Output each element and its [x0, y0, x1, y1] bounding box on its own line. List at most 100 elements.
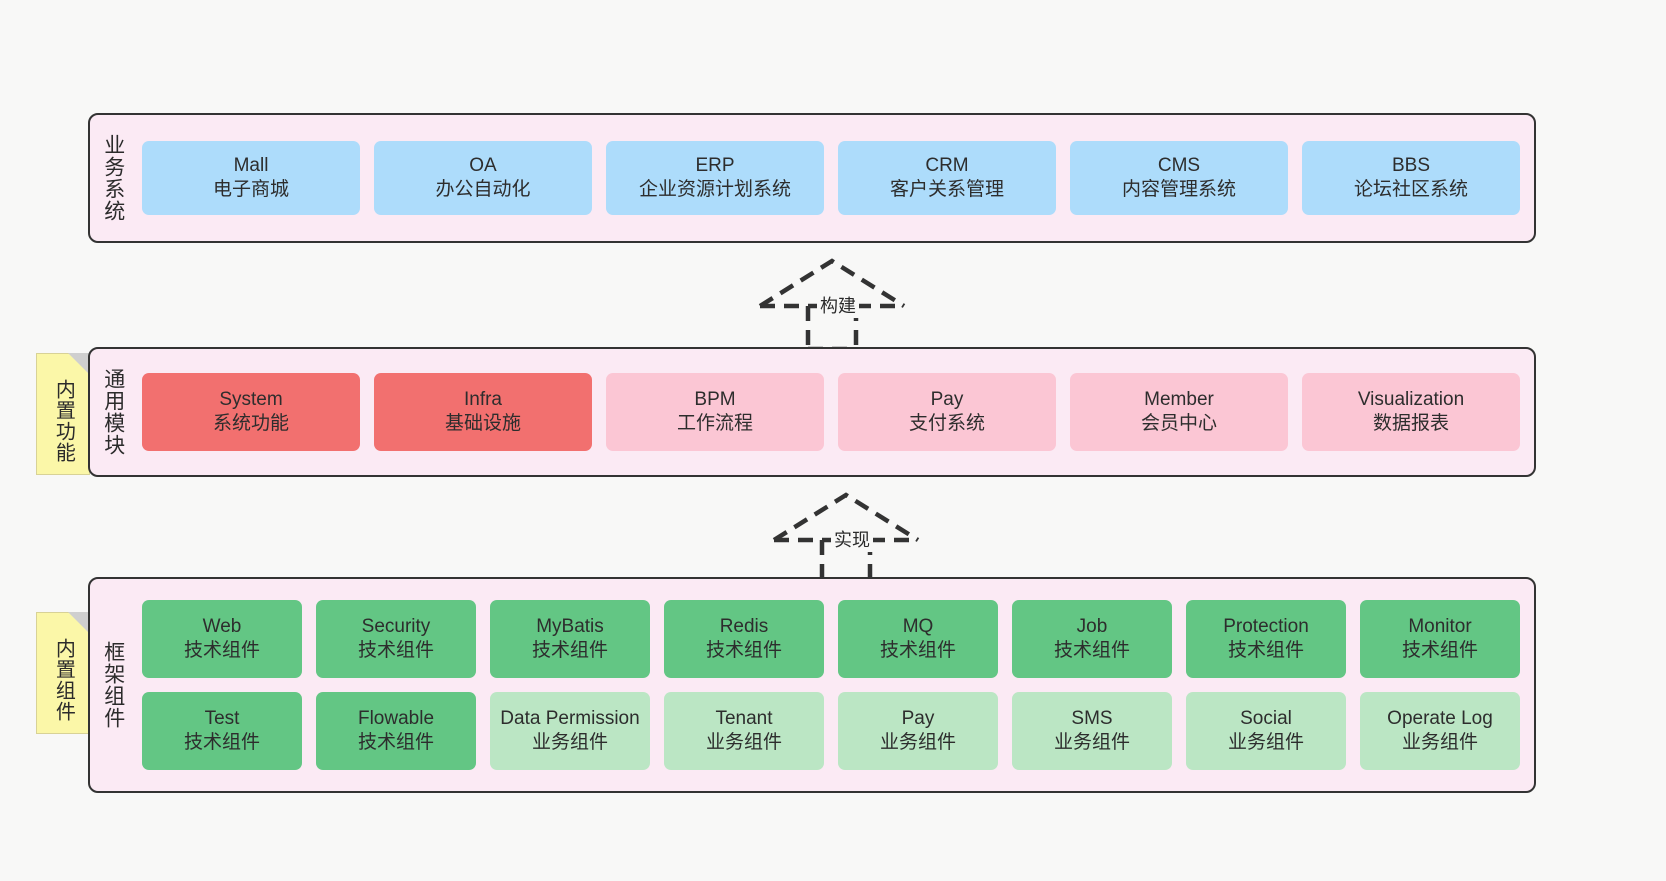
box-erp[interactable]: ERP 企业资源计划系统 — [606, 141, 824, 215]
box-title: Infra — [463, 388, 503, 410]
box-subtitle: 技术组件 — [705, 640, 782, 661]
box-title: System — [219, 388, 283, 410]
box-row: System 系统功能 Infra 基础设施 BPM 工作流程 Pay 支付系统… — [142, 373, 1520, 451]
box-subtitle: 业务组件 — [1401, 732, 1478, 753]
box-pay[interactable]: Pay 支付系统 — [838, 373, 1056, 451]
box-title: Test — [204, 707, 240, 729]
box-subtitle: 工作流程 — [676, 413, 753, 434]
box-subtitle: 办公自动化 — [435, 179, 531, 200]
arrow-realize: 实现 — [766, 490, 926, 586]
box-title: Data Permission — [500, 707, 640, 729]
box-subtitle: 内容管理系统 — [1121, 179, 1236, 200]
box-test[interactable]: Test 技术组件 — [142, 692, 302, 770]
box-operate-log[interactable]: Operate Log 业务组件 — [1360, 692, 1520, 770]
box-subtitle: 企业资源计划系统 — [638, 179, 791, 200]
box-infra[interactable]: Infra 基础设施 — [374, 373, 592, 451]
box-subtitle: 业务组件 — [1053, 732, 1130, 753]
box-title: BBS — [1391, 154, 1431, 176]
box-mybatis[interactable]: MyBatis 技术组件 — [490, 600, 650, 678]
box-title: SMS — [1071, 707, 1113, 729]
box-title: Pay — [901, 707, 935, 729]
note-builtin-functions: 内置功能 — [36, 353, 90, 475]
layer-title-framework-component: 框架组件 — [101, 641, 125, 729]
box-security[interactable]: Security 技术组件 — [316, 600, 476, 678]
box-title: Monitor — [1408, 615, 1472, 637]
layer-title-common-module: 通用模块 — [101, 368, 125, 456]
box-title: Operate Log — [1387, 707, 1493, 729]
box-row: Web 技术组件 Security 技术组件 MyBatis 技术组件 Redi… — [142, 600, 1520, 678]
box-title: Job — [1076, 615, 1108, 637]
arrow-build: 构建 — [752, 256, 912, 352]
box-visualization[interactable]: Visualization 数据报表 — [1302, 373, 1520, 451]
note-builtin-components: 内置组件 — [36, 612, 90, 734]
box-subtitle: 论坛社区系统 — [1353, 179, 1468, 200]
box-title: OA — [469, 154, 497, 176]
box-subtitle: 支付系统 — [908, 413, 985, 434]
box-subtitle: 技术组件 — [357, 640, 434, 661]
box-subtitle: 系统功能 — [212, 413, 289, 434]
box-data-permission[interactable]: Data Permission 业务组件 — [490, 692, 650, 770]
note-label: 内置组件 — [52, 638, 75, 722]
box-subtitle: 技术组件 — [1053, 640, 1130, 661]
box-subtitle: 技术组件 — [879, 640, 956, 661]
box-subtitle: 技术组件 — [1401, 640, 1478, 661]
box-pay-business[interactable]: Pay 业务组件 — [838, 692, 998, 770]
box-title: Tenant — [715, 707, 773, 729]
box-subtitle: 会员中心 — [1140, 413, 1217, 434]
arrow-label-realize: 实现 — [831, 526, 873, 552]
box-row: Mall 电子商城 OA 办公自动化 ERP 企业资源计划系统 CRM 客户关系… — [142, 141, 1520, 215]
box-bbs[interactable]: BBS 论坛社区系统 — [1302, 141, 1520, 215]
box-subtitle: 技术组件 — [183, 732, 260, 753]
layer-title-business-system: 业务系统 — [101, 134, 125, 222]
box-social[interactable]: Social 业务组件 — [1186, 692, 1346, 770]
note-label: 内置功能 — [52, 379, 75, 463]
box-row: Test 技术组件 Flowable 技术组件 Data Permission … — [142, 692, 1520, 770]
layer-body-framework-component: Web 技术组件 Security 技术组件 MyBatis 技术组件 Redi… — [136, 579, 1534, 791]
box-monitor[interactable]: Monitor 技术组件 — [1360, 600, 1520, 678]
box-subtitle: 业务组件 — [705, 732, 782, 753]
box-protection[interactable]: Protection 技术组件 — [1186, 600, 1346, 678]
layer-business-system: 业务系统 Mall 电子商城 OA 办公自动化 ERP 企业资源计划系统 CRM… — [88, 113, 1536, 243]
box-sms[interactable]: SMS 业务组件 — [1012, 692, 1172, 770]
box-mq[interactable]: MQ 技术组件 — [838, 600, 998, 678]
box-title: CRM — [925, 154, 969, 176]
box-tenant[interactable]: Tenant 业务组件 — [664, 692, 824, 770]
box-title: Member — [1144, 388, 1214, 410]
arrow-label-build: 构建 — [817, 292, 859, 318]
box-subtitle: 技术组件 — [1227, 640, 1304, 661]
box-title: Mall — [233, 154, 269, 176]
layer-body-common-module: System 系统功能 Infra 基础设施 BPM 工作流程 Pay 支付系统… — [136, 349, 1534, 475]
box-cms[interactable]: CMS 内容管理系统 — [1070, 141, 1288, 215]
box-title: MQ — [902, 615, 934, 637]
box-title: Social — [1240, 707, 1292, 729]
box-title: Protection — [1223, 615, 1309, 637]
box-title: Flowable — [357, 707, 435, 729]
box-system[interactable]: System 系统功能 — [142, 373, 360, 451]
layer-framework-component: 框架组件 Web 技术组件 Security 技术组件 MyBatis 技术组件… — [88, 577, 1536, 793]
box-subtitle: 业务组件 — [879, 732, 956, 753]
box-flowable[interactable]: Flowable 技术组件 — [316, 692, 476, 770]
box-title: Redis — [719, 615, 769, 637]
box-subtitle: 技术组件 — [531, 640, 608, 661]
box-title: CMS — [1157, 154, 1201, 176]
box-oa[interactable]: OA 办公自动化 — [374, 141, 592, 215]
box-web[interactable]: Web 技术组件 — [142, 600, 302, 678]
box-subtitle: 数据报表 — [1372, 413, 1449, 434]
box-crm[interactable]: CRM 客户关系管理 — [838, 141, 1056, 215]
layer-body-business-system: Mall 电子商城 OA 办公自动化 ERP 企业资源计划系统 CRM 客户关系… — [136, 115, 1534, 241]
box-subtitle: 业务组件 — [1227, 732, 1304, 753]
box-subtitle: 技术组件 — [357, 732, 434, 753]
box-title: Pay — [930, 388, 964, 410]
box-title: Web — [202, 615, 242, 637]
layer-common-module: 通用模块 System 系统功能 Infra 基础设施 BPM 工作流程 Pay… — [88, 347, 1536, 477]
box-member[interactable]: Member 会员中心 — [1070, 373, 1288, 451]
box-bpm[interactable]: BPM 工作流程 — [606, 373, 824, 451]
box-subtitle: 客户关系管理 — [889, 179, 1004, 200]
box-mall[interactable]: Mall 电子商城 — [142, 141, 360, 215]
box-title: ERP — [695, 154, 735, 176]
box-subtitle: 技术组件 — [183, 640, 260, 661]
box-title: Security — [361, 615, 431, 637]
box-job[interactable]: Job 技术组件 — [1012, 600, 1172, 678]
box-redis[interactable]: Redis 技术组件 — [664, 600, 824, 678]
